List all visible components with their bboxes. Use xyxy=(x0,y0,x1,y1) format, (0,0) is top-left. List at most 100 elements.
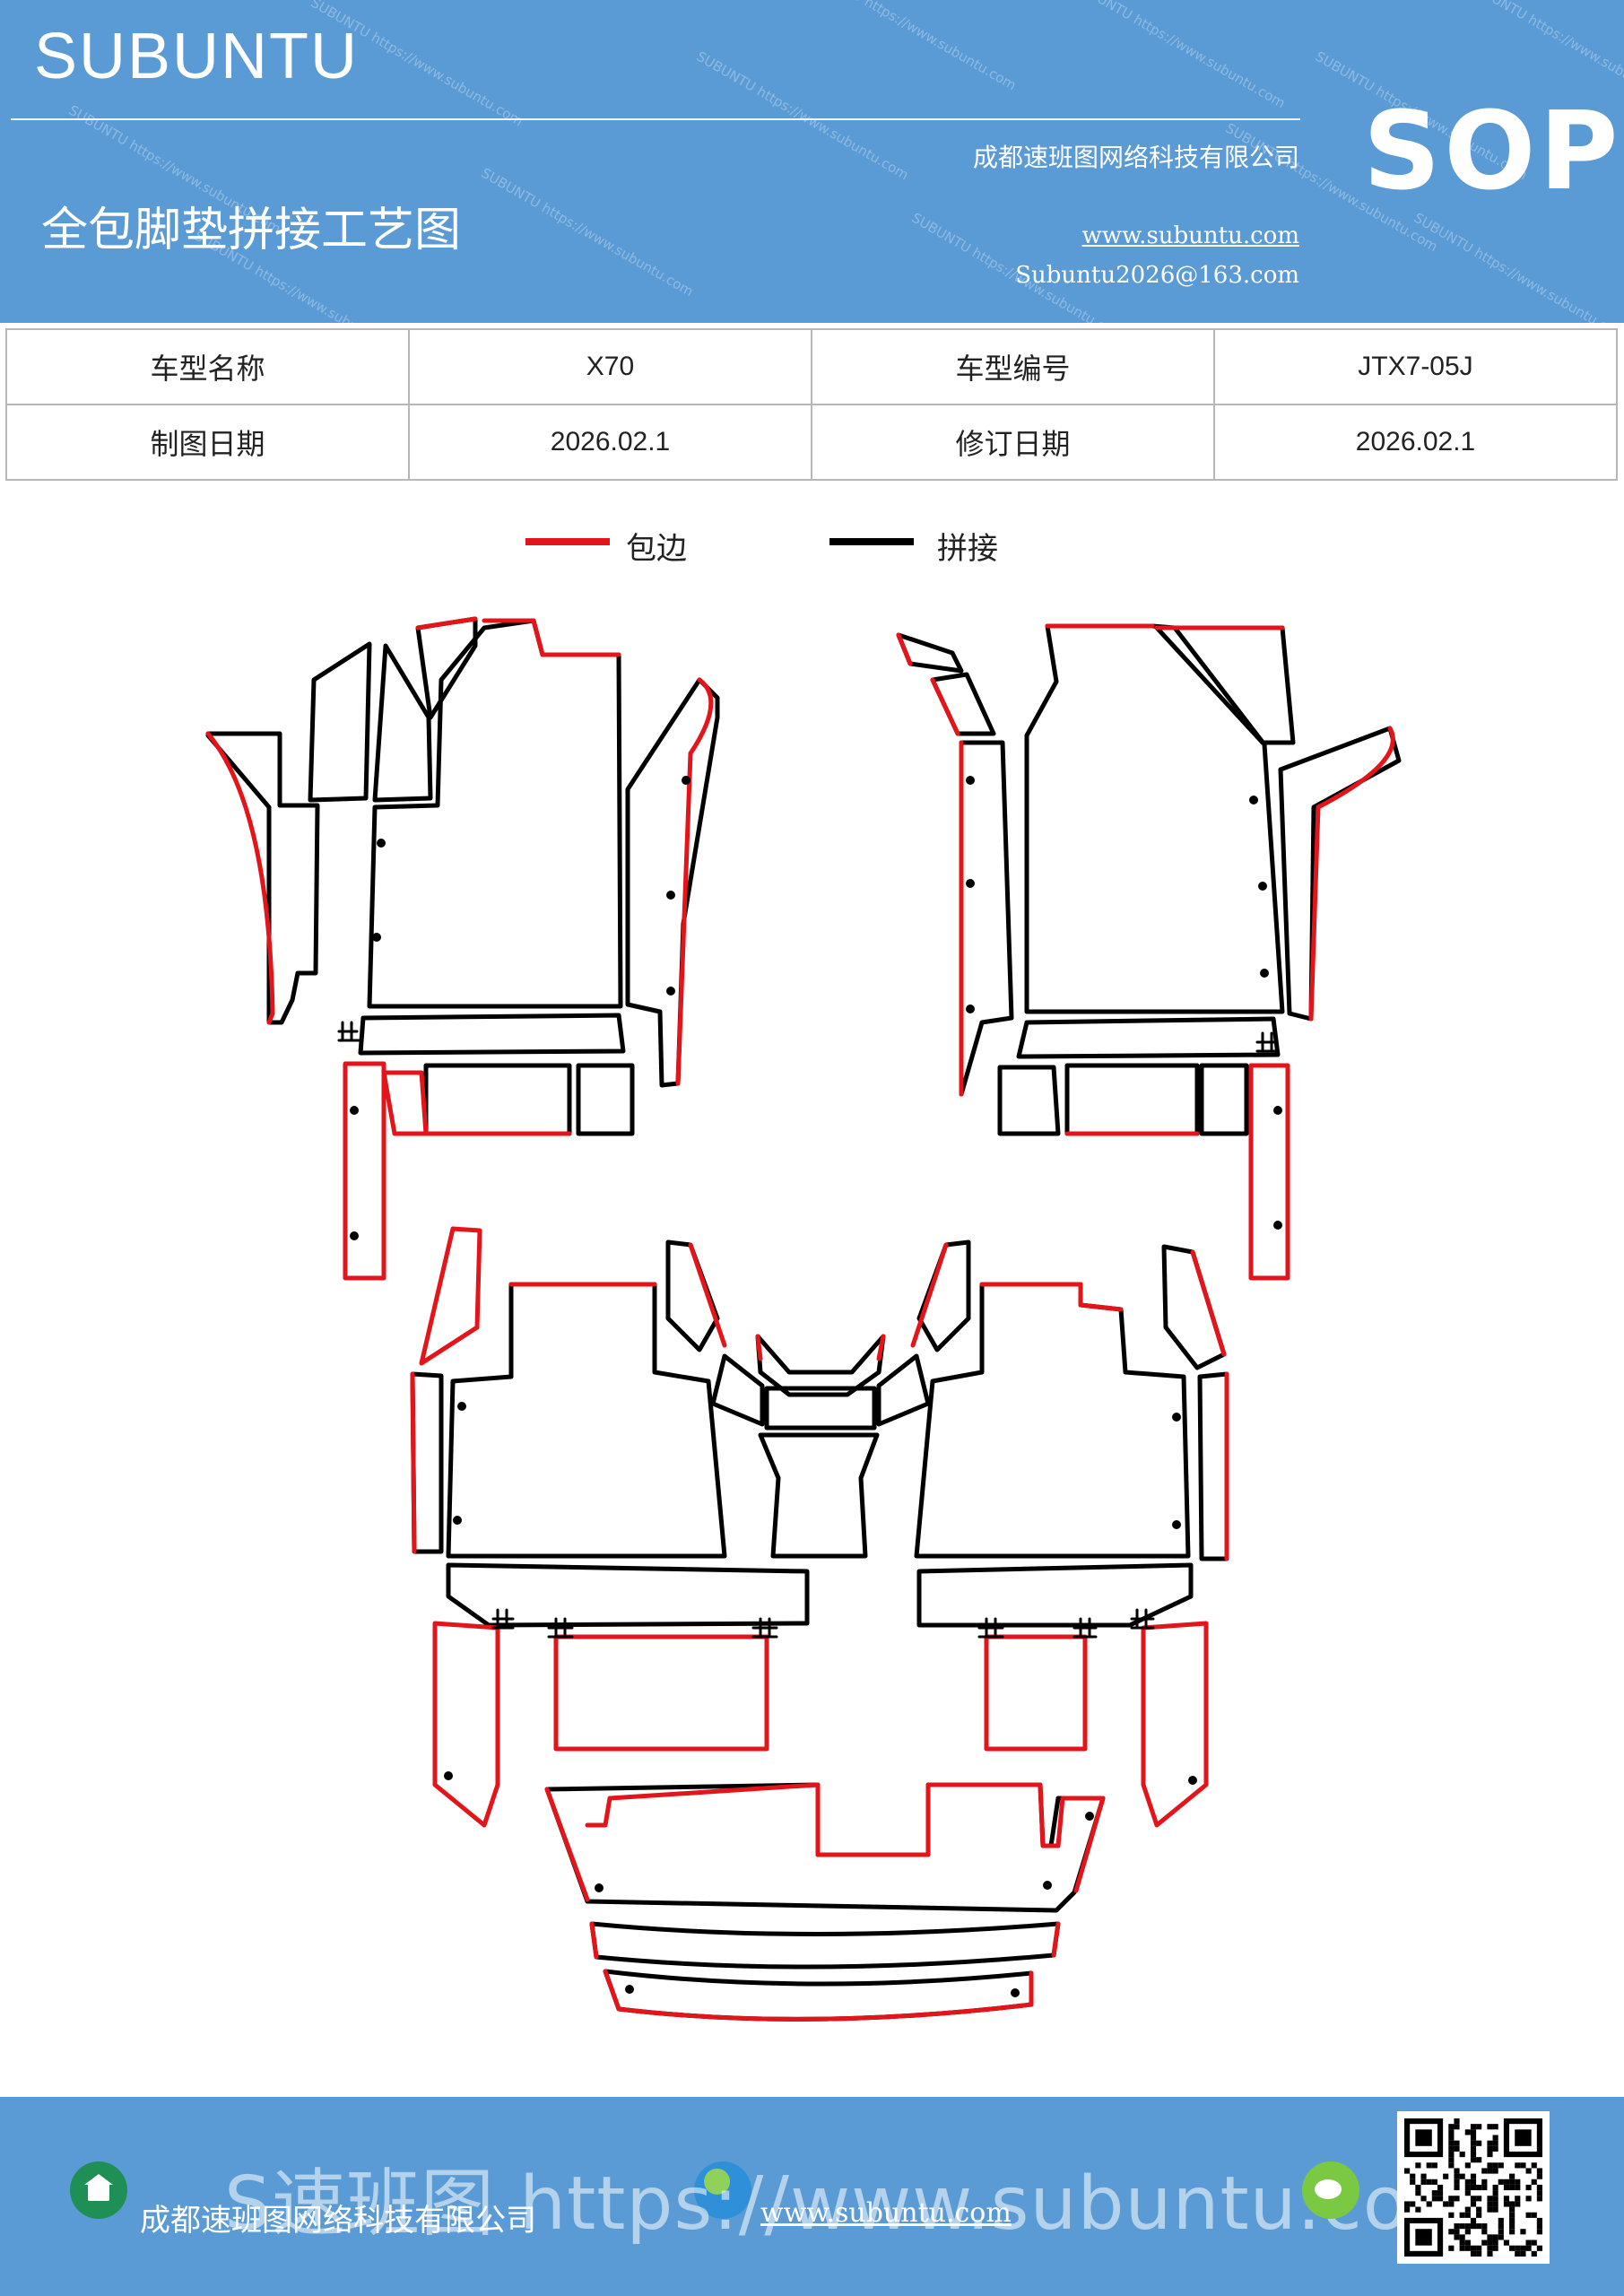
rivet-dot xyxy=(1085,1812,1094,1821)
label-revision-date: 修订日期 xyxy=(811,404,1215,481)
fr-top-small-2-edge xyxy=(930,677,960,736)
rivet-dot xyxy=(377,839,386,848)
rivet-dot xyxy=(595,1883,604,1892)
fl-door-strip xyxy=(625,677,720,1088)
rivet-dot xyxy=(1043,1881,1052,1890)
qr-code-pattern xyxy=(1404,2118,1542,2257)
fl-pillar-2 xyxy=(372,643,433,803)
rivet-dot xyxy=(372,933,381,942)
r2-left-arch xyxy=(665,1239,720,1352)
fl-front-center xyxy=(423,1063,572,1136)
splice-mark xyxy=(337,1021,360,1042)
value-draw-date: 2026.02.1 xyxy=(408,404,812,481)
rivet-dot xyxy=(1273,1106,1282,1115)
label-draw-date: 制图日期 xyxy=(5,404,410,481)
r2-left-pillar xyxy=(419,1226,482,1366)
rivet-dot xyxy=(1273,1221,1282,1230)
wechat-icon xyxy=(1302,2161,1359,2219)
splice-mark xyxy=(491,1608,515,1630)
r2-tunnel-left-wing xyxy=(710,1353,765,1427)
rivet-dot xyxy=(1172,1413,1181,1422)
watermark-text: SUBUNTU https://www.subuntu.com xyxy=(1411,209,1624,323)
table-row: 车型名称 X70 车型编号 JTX7-05J xyxy=(5,328,1618,405)
splice-mark xyxy=(1255,1031,1279,1053)
rivet-dot xyxy=(1258,882,1267,891)
company-name: 成都速班图网络科技有限公司 xyxy=(972,143,1299,172)
website-link[interactable]: www.subuntu.com xyxy=(1081,222,1300,249)
sop-badge: SOP xyxy=(1363,90,1622,214)
r2-left-arch-edge xyxy=(688,1242,727,1348)
fl-pillar-1 xyxy=(308,641,372,803)
footer-watermark-text: S速班图 https://www.subuntu.com xyxy=(224,2161,1481,2247)
legend-label-splice: 拼接 xyxy=(937,531,998,567)
legend-label-binding: 包边 xyxy=(626,531,687,567)
r2-right-main xyxy=(914,1282,1191,1559)
splice-mark xyxy=(977,1617,1004,1639)
rivet-dot xyxy=(1249,796,1258,804)
fr-left-strip xyxy=(959,740,1014,1097)
r2-tunnel-lower xyxy=(758,1432,880,1559)
splice-mark xyxy=(547,1617,574,1639)
watermark-text: SUBUNTU https://www.subuntu.com xyxy=(801,0,1020,94)
value-model-name: X70 xyxy=(408,328,812,405)
r2-right-rear-pad xyxy=(984,1634,1088,1752)
fr-front-flap-left xyxy=(997,1065,1061,1136)
rivet-dot xyxy=(1260,969,1269,978)
fr-heel-bar xyxy=(1016,1016,1281,1059)
rivet-dot xyxy=(966,1004,975,1013)
r2-tunnel-top-edge xyxy=(755,1334,886,1361)
fr-side-piece xyxy=(1278,726,1402,1022)
rivet-dot xyxy=(666,987,675,996)
r2-left-side xyxy=(410,1371,444,1554)
splice-mark xyxy=(751,1617,778,1639)
second-row-mat-group xyxy=(410,1226,1229,1828)
third-row-mat-group xyxy=(544,1782,1106,2022)
rivet-dot xyxy=(1188,1776,1197,1785)
r3-rear-bar-edge xyxy=(603,1969,1034,2022)
footer-website-link[interactable]: www.subuntu.com xyxy=(760,2197,1012,2229)
watermark-text: SUBUNTU https://www.subuntu.com xyxy=(478,164,697,300)
r2-right-arch xyxy=(916,1239,971,1352)
splice-mark xyxy=(1130,1608,1155,1630)
footer-banner: 成都速班图网络科技有限公司 www.subuntu.com S速班图 https… xyxy=(0,2097,1624,2296)
r2-right-pillar-edge xyxy=(1190,1249,1227,1357)
r2-right-rear-side xyxy=(1141,1621,1209,1828)
fl-front-right-flap xyxy=(576,1063,635,1136)
fr-top-small-1-edge xyxy=(896,632,913,666)
fl-side-edge xyxy=(205,731,275,1025)
email-address[interactable]: Subuntu2026@163.com xyxy=(1015,262,1299,289)
r2-left-side-edge xyxy=(410,1371,417,1554)
rivet-dot xyxy=(350,1106,359,1115)
front-left-mat-group xyxy=(205,616,720,1281)
rivet-dot xyxy=(625,1985,634,1994)
r2-right-main-top xyxy=(979,1282,1124,1312)
fl-front-left-flap xyxy=(343,1061,386,1281)
globe-icon xyxy=(694,2161,751,2219)
qr-code[interactable] xyxy=(1397,2111,1550,2264)
brand-name: SUBUNTU xyxy=(34,21,360,92)
value-model-code: JTX7-05J xyxy=(1213,328,1618,405)
r2-left-rear-side xyxy=(432,1621,500,1828)
r2-left-heel xyxy=(446,1562,810,1628)
r3-main xyxy=(544,1782,1106,1913)
value-revision-date: 2026.02.1 xyxy=(1213,404,1618,481)
rivet-dot xyxy=(666,891,675,900)
rivet-dot xyxy=(350,1231,359,1240)
r3-seat-bar xyxy=(589,1921,1061,1970)
legend-swatch-splice xyxy=(829,538,914,545)
r3-seat-bar-edge xyxy=(589,1921,1061,1960)
rivet-dot xyxy=(682,776,690,785)
home-icon xyxy=(70,2161,127,2219)
rivet-dot xyxy=(966,776,975,785)
r2-left-main xyxy=(446,1282,727,1559)
fl-main-floor xyxy=(367,618,623,1009)
rivet-dot xyxy=(457,1402,466,1411)
document-title: 全包脚垫拼接工艺图 xyxy=(41,204,462,257)
fl-side-piece xyxy=(205,731,320,1025)
r2-right-heel xyxy=(916,1562,1194,1628)
watermark-text: SUBUNTU https://www.subuntu.com xyxy=(693,48,912,184)
footer-company-name: 成都速班图网络科技有限公司 xyxy=(140,2203,536,2239)
legend: 包边 拼接 xyxy=(0,520,1624,574)
fr-main-floor xyxy=(1024,623,1285,1014)
